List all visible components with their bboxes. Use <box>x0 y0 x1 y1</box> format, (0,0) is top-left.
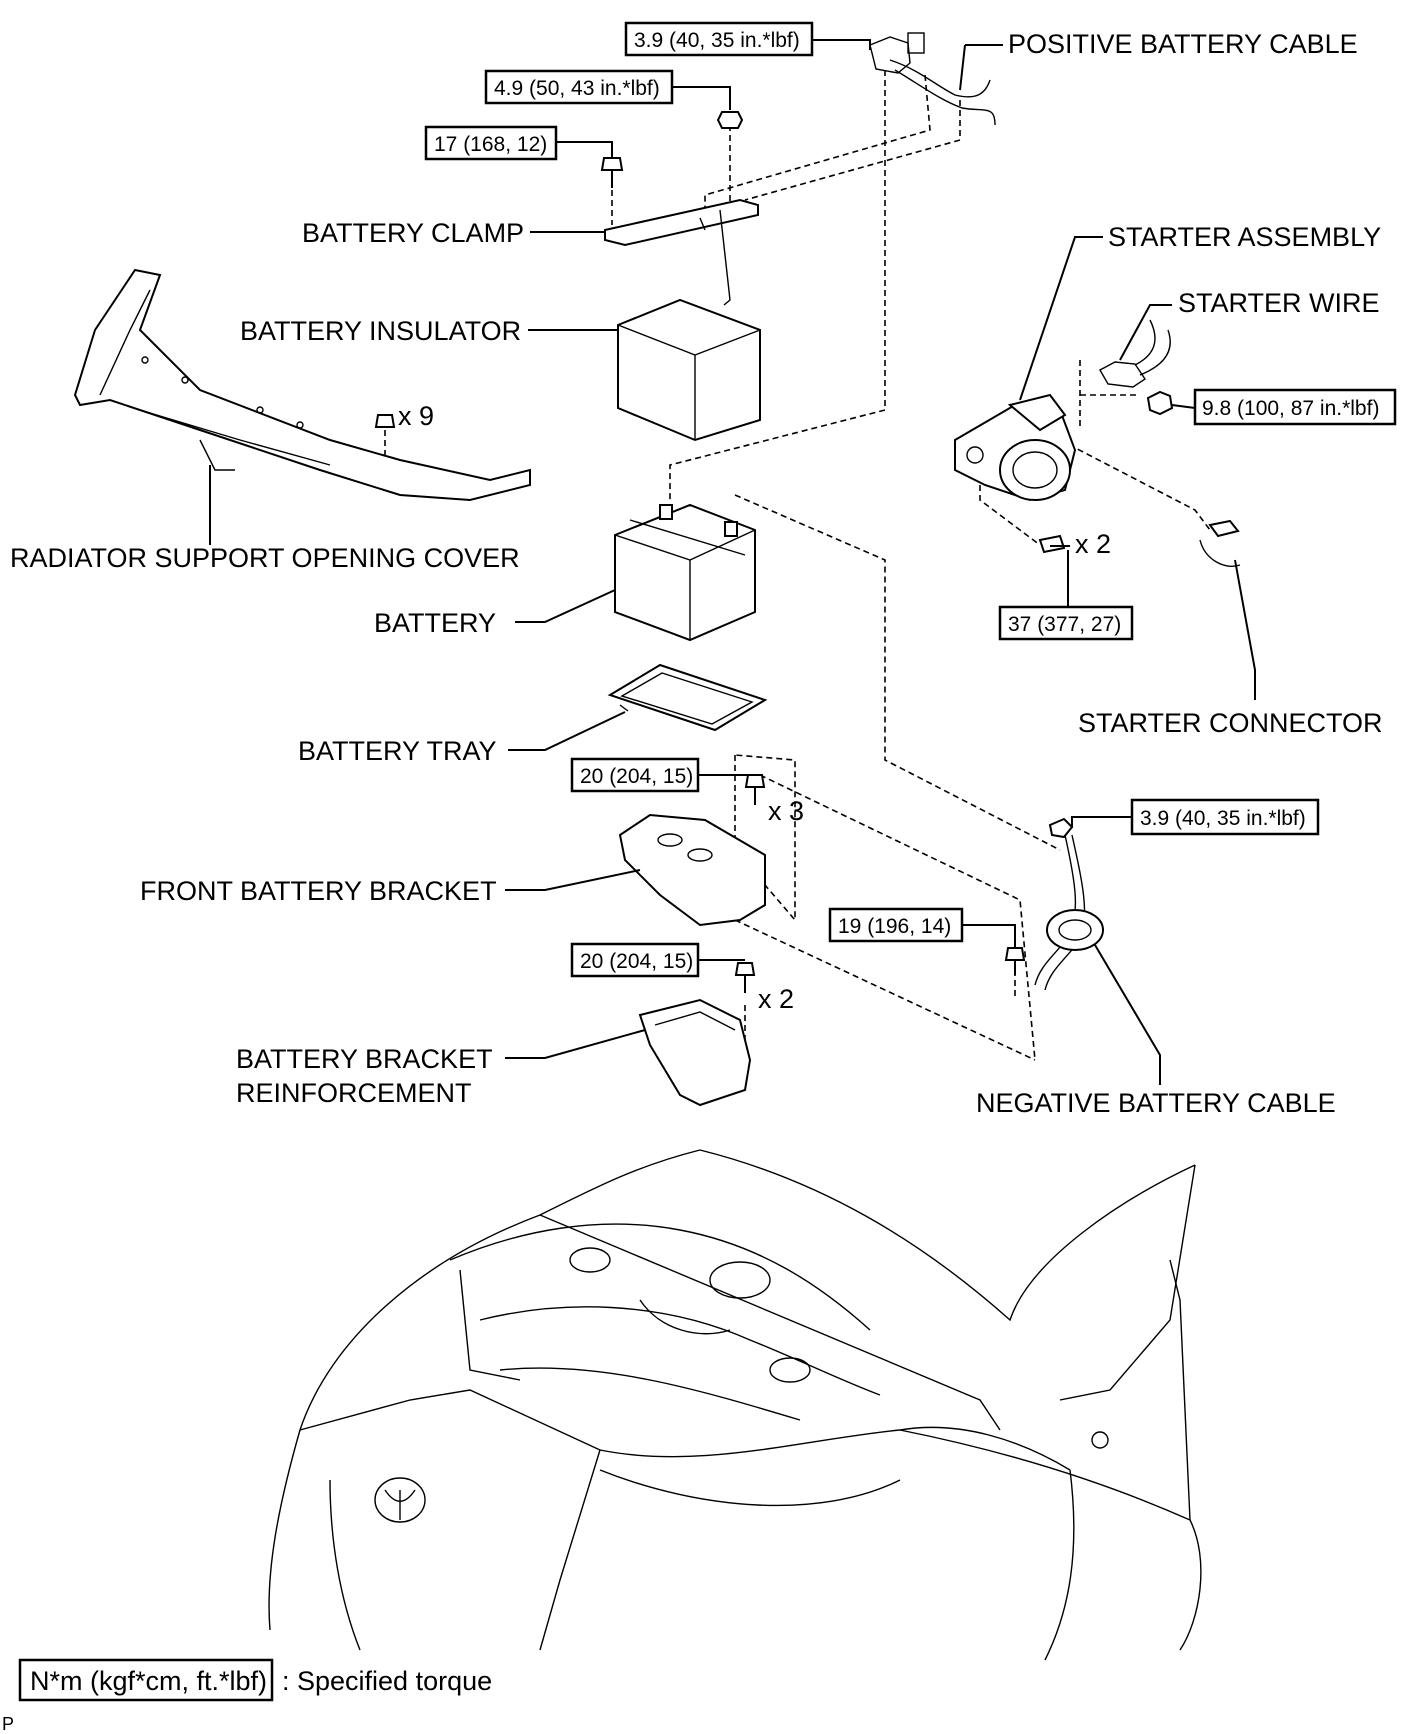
battery-drawing <box>614 503 756 642</box>
assembly-dashed-lines <box>384 70 1211 1065</box>
svg-text:4.9 (50, 43 in.*lbf): 4.9 (50, 43 in.*lbf) <box>494 77 660 100</box>
legend-description: : Specified torque <box>282 1666 492 1696</box>
battery-insulator-drawing <box>617 298 761 442</box>
label-battery-bracket-reinforcement-line1: BATTERY BRACKET <box>236 1044 493 1074</box>
torque-callout-reinforcement-bolts: 20 (204, 15) <box>570 942 700 978</box>
label-battery-bracket-reinforcement-line2: REINFORCEMENT <box>236 1078 472 1108</box>
qty-front-bracket-bolts: x 3 <box>768 796 804 826</box>
torque-callout-starter-bolts: 37 (377, 27) <box>998 605 1134 641</box>
label-battery-tray: BATTERY TRAY <box>298 736 497 766</box>
legend-unit-box: N*m (kgf*cm, ft.*lbf) <box>30 1666 267 1696</box>
leader-lines <box>505 39 1256 1085</box>
label-battery-clamp: BATTERY CLAMP <box>302 218 524 248</box>
qty-starter-bolts: x 2 <box>1075 529 1111 559</box>
label-radiator-support-opening-cover: RADIATOR SUPPORT OPENING COVER <box>10 543 520 573</box>
battery-bracket-reinforcement-drawing <box>638 962 756 1107</box>
torque-callout-clamp-bolt: 17 (168, 12) <box>424 125 558 161</box>
label-front-battery-bracket: FRONT BATTERY BRACKET <box>140 876 497 906</box>
radiator-support-cover-drawing <box>73 268 531 545</box>
corner-mark: P <box>2 1714 14 1734</box>
torque-callout-neg-cable-terminal: 3.9 (40, 35 in.*lbf) <box>1130 798 1320 836</box>
torque-legend: N*m (kgf*cm, ft.*lbf) : Specified torque <box>18 1658 492 1702</box>
label-negative-battery-cable: NEGATIVE BATTERY CABLE <box>976 1088 1336 1118</box>
front-battery-bracket-drawing <box>618 774 766 927</box>
qty-cover-clips: x 9 <box>398 401 434 431</box>
starter-assembly-drawing <box>954 393 1077 502</box>
vehicle-front-drawing <box>268 1149 1202 1661</box>
torque-callout-starter-wire-nut: 9.8 (100, 87 in.*lbf) <box>1193 388 1397 426</box>
torque-callout-pos-cable-terminal: 3.9 (40, 35 in.*lbf) <box>624 21 814 57</box>
label-battery: BATTERY <box>374 608 496 638</box>
label-positive-battery-cable: POSITIVE BATTERY CABLE <box>1008 29 1358 59</box>
svg-text:17 (168, 12): 17 (168, 12) <box>434 133 547 156</box>
svg-text:9.8 (100, 87 in.*lbf): 9.8 (100, 87 in.*lbf) <box>1202 397 1379 420</box>
svg-text:3.9 (40, 35 in.*lbf): 3.9 (40, 35 in.*lbf) <box>1140 807 1306 830</box>
clamp-fasteners-drawing <box>600 111 744 188</box>
label-starter-wire: STARTER WIRE <box>1178 288 1380 318</box>
qty-reinforcement-bolts: x 2 <box>758 984 794 1014</box>
torque-callout-neg-cable-bolt: 19 (196, 14) <box>828 907 964 943</box>
torque-callout-front-bracket-bolts: 20 (204, 15) <box>570 757 700 793</box>
negative-battery-cable-drawing <box>1004 817 1104 991</box>
torque-callout-clamp-nut: 4.9 (50, 43 in.*lbf) <box>484 69 674 105</box>
svg-text:3.9 (40, 35 in.*lbf): 3.9 (40, 35 in.*lbf) <box>634 29 800 52</box>
svg-text:20 (204, 15): 20 (204, 15) <box>580 950 693 973</box>
label-starter-assembly: STARTER ASSEMBLY <box>1108 222 1381 252</box>
svg-text:20 (204, 15): 20 (204, 15) <box>580 765 693 788</box>
svg-text:37 (377, 27): 37 (377, 27) <box>1008 613 1121 636</box>
battery-clamp-drawing <box>604 198 759 306</box>
starter-bolt-drawing <box>1038 534 1070 554</box>
starter-wire-drawing <box>1099 319 1174 416</box>
battery-tray-drawing <box>607 663 768 732</box>
starter-connector-drawing <box>1199 519 1241 567</box>
positive-battery-cable-drawing <box>869 32 996 126</box>
label-battery-insulator: BATTERY INSULATOR <box>240 316 521 346</box>
label-starter-connector: STARTER CONNECTOR <box>1078 708 1383 738</box>
svg-text:19 (196, 14): 19 (196, 14) <box>838 915 951 938</box>
